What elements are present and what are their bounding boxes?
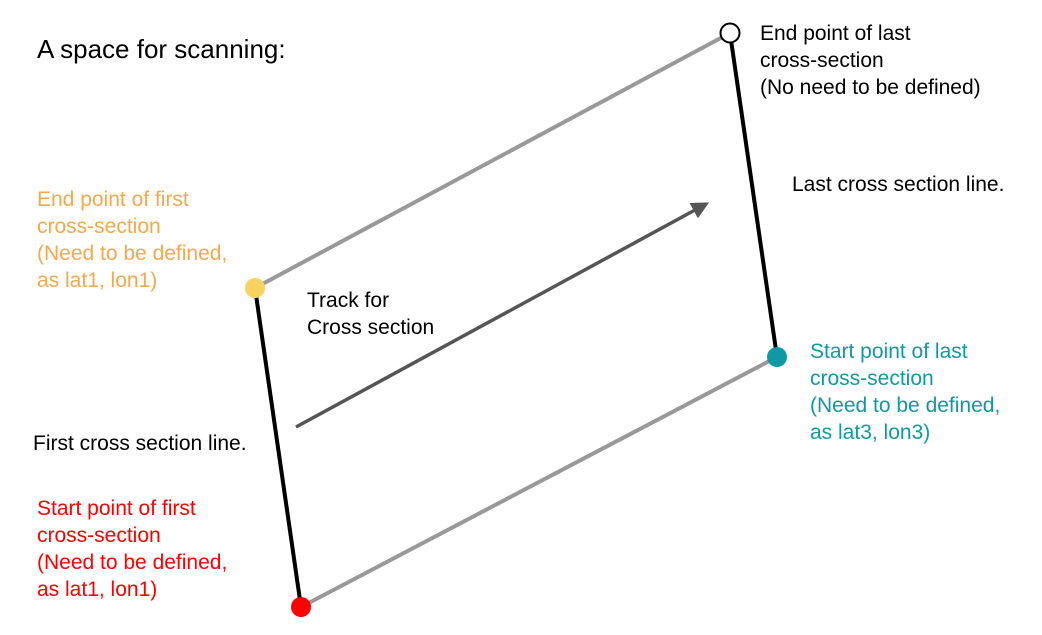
end-point-last-label: End point of last cross-section (No need… [760,20,981,101]
end-point-last-label-line: cross-section [760,49,884,72]
end-point-first-label-line: End point of first [37,188,189,211]
end-point-last-label-line: (No need to be defined) [760,76,981,99]
start-point-first-marker [291,597,311,617]
end-point-first-label-line: (Need to be defined, [37,242,228,265]
start-point-first-label-line: Start point of first [37,497,196,520]
start-point-last-label: Start point of last cross-section (Need … [810,338,1000,446]
end-point-first-marker [245,278,265,298]
first-cross-section-label: First cross section line. [33,432,247,455]
end-point-last-marker [719,22,741,44]
track-label-line: Cross section [307,316,435,339]
track-arrow [295,202,710,429]
start-point-first-label-line: (Need to be defined, [37,551,228,574]
end-point-first-label-line: as lat1, lon1) [37,269,158,292]
start-point-first-label: Start point of first cross-section (Need… [37,495,227,603]
track-label: Track for Cross section [307,287,434,341]
last-cross-section-line [728,32,779,358]
start-point-last-marker [767,347,787,367]
start-point-last-label-line: cross-section [810,367,934,390]
end-point-first-label: End point of first cross-section (Need t… [37,186,227,294]
first-cross-section-line [253,287,303,608]
end-point-last-label-line: End point of last [760,22,911,45]
end-point-first-label-line: cross-section [37,215,161,238]
start-point-last-label-line: as lat3, lon3) [810,421,931,444]
start-point-last-label-line: (Need to be defined, [810,394,1001,417]
upper-side-edge [254,31,731,290]
track-label-line: Track for [307,289,390,312]
lower-side-edge [300,355,778,609]
start-point-first-label-line: as lat1, lon1) [37,578,158,601]
start-point-first-label-line: cross-section [37,524,161,547]
start-point-last-label-line: Start point of last [810,340,968,363]
title: A space for scanning: [37,34,286,64]
last-cross-section-label: Last cross section line. [792,173,1005,196]
